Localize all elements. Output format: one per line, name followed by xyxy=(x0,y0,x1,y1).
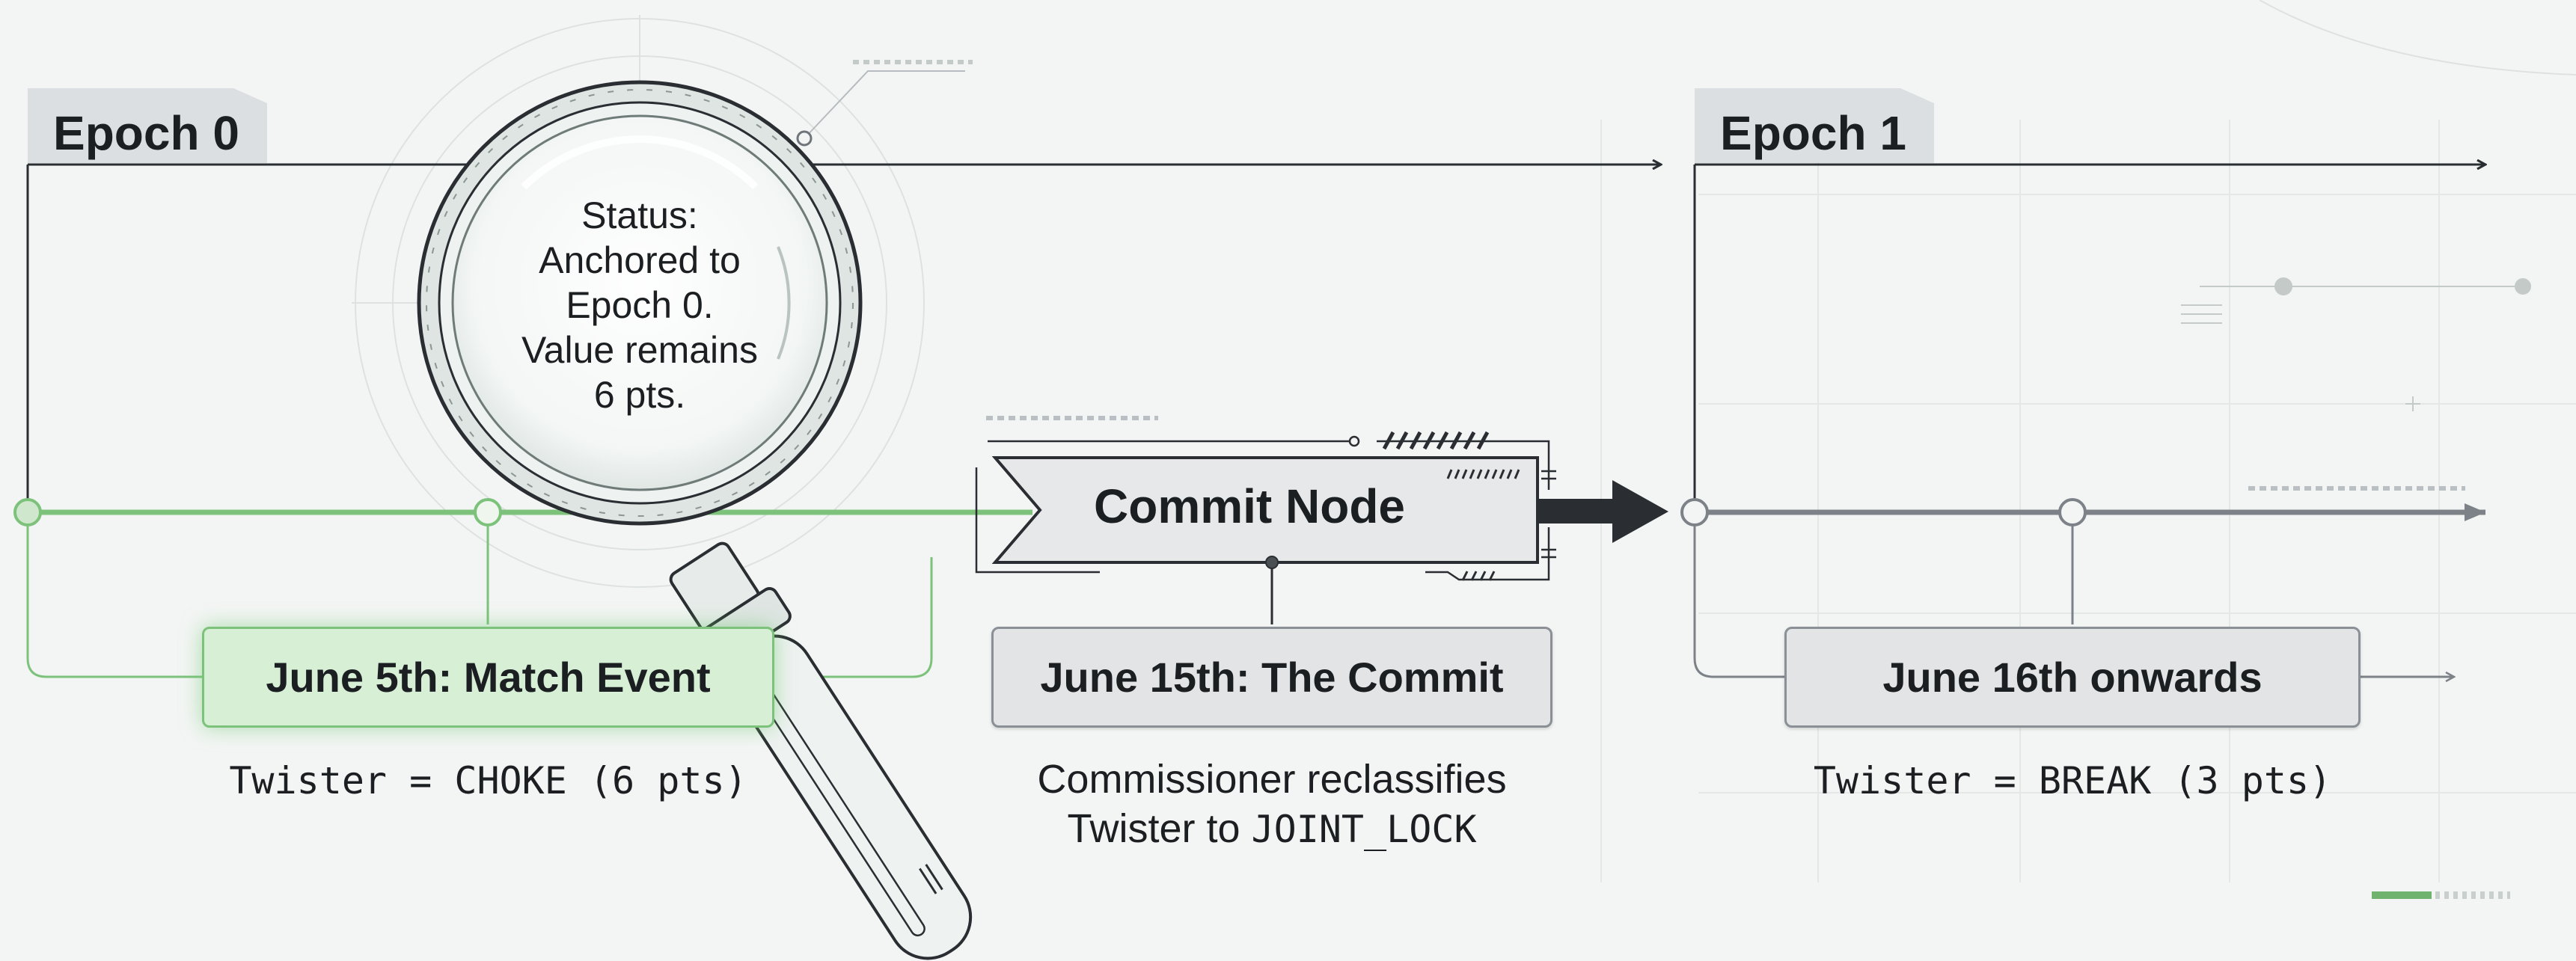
annotation-decoration xyxy=(986,416,1158,420)
event-label: June 15th: The Commit xyxy=(1040,654,1504,701)
magnifier-line: Epoch 0. xyxy=(566,284,714,326)
caption-line-2: Twister to JOINT_LOCK xyxy=(958,805,1586,854)
magnifying-glass-icon xyxy=(417,80,973,960)
caption-line-1: Commissioner reclassifies xyxy=(1037,757,1507,802)
event-caption-june-16: Twister = BREAK (3 pts) xyxy=(1813,759,2332,802)
event-label: June 16th onwards xyxy=(1882,654,2263,701)
progress-track xyxy=(2435,891,2510,899)
epoch-1-tab: Epoch 1 xyxy=(1695,88,1934,163)
background-grid xyxy=(1600,120,2576,882)
lens-halo xyxy=(352,15,925,588)
magnifier-line: 6 pts. xyxy=(593,374,686,416)
event-box-june-5: June 5th: Match Event xyxy=(202,627,774,728)
caption-code: JOINT_LOCK xyxy=(1251,807,1477,851)
annotation-decoration xyxy=(2248,486,2465,491)
epoch-0-tab: Epoch 0 xyxy=(28,88,267,163)
event-caption-june-5: Twister = CHOKE (6 pts) xyxy=(229,759,747,802)
magnifier-line: Anchored to xyxy=(539,239,741,281)
annotation-decoration xyxy=(853,60,973,64)
magnifier-line: Status: xyxy=(581,194,698,236)
event-label: June 5th: Match Event xyxy=(266,654,711,701)
magnifier-status: Status: Anchored to Epoch 0. Value remai… xyxy=(479,193,801,417)
event-caption-june-15: Commissioner reclassifies Twister to JOI… xyxy=(958,755,1586,854)
epoch-1-label: Epoch 1 xyxy=(1720,106,1906,160)
commit-node-label: Commit Node xyxy=(1094,479,1405,533)
commit-arrow xyxy=(1612,480,1668,543)
caption-line-2-prefix: Twister to xyxy=(1067,805,1252,851)
magnifier-line: Value remains xyxy=(521,329,758,371)
event-box-june-15: June 15th: The Commit xyxy=(991,627,1552,728)
event-box-june-16: June 16th onwards xyxy=(1784,627,2361,728)
epoch-0-label: Epoch 0 xyxy=(53,106,239,160)
progress-indicator xyxy=(2372,891,2432,899)
